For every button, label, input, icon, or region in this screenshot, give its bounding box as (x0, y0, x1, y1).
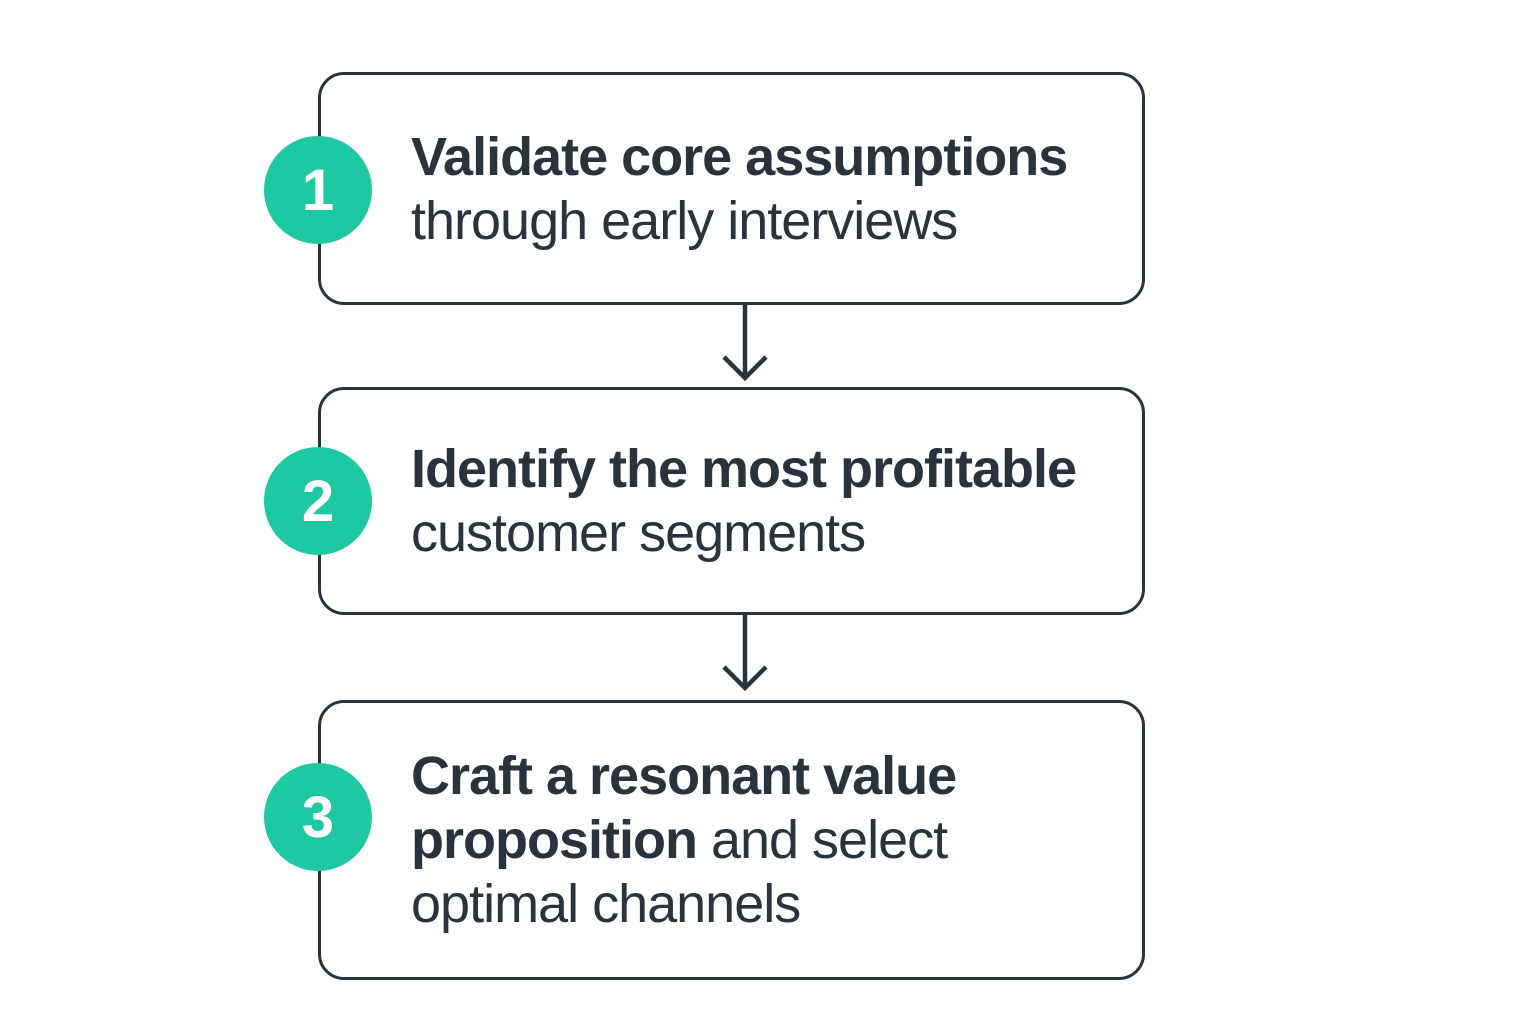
step-3-bold-text: Craft a resonant value (411, 746, 957, 806)
flow-step-box-1: Validate core assumptions through early … (318, 72, 1145, 305)
step-1-number-badge: 1 (264, 136, 372, 244)
step-3-line-1: Craft a resonant value (411, 744, 1142, 808)
step-2-line-2: customer segments (411, 503, 866, 563)
step-2-bold-text: Identify the most profitable (411, 439, 1077, 499)
step-1-line-2: through early interviews (411, 190, 958, 251)
step-3-regular-text: and select (696, 810, 948, 870)
step-2-line-1: Identify the most profitable (411, 437, 1142, 501)
step-1-number: 1 (301, 157, 335, 223)
step-2-number: 2 (301, 468, 335, 534)
arrow-down-icon (703, 614, 787, 698)
flow-step-box-3: Craft a resonant value proposition and s… (318, 700, 1145, 980)
step-2-number-badge: 2 (264, 447, 372, 555)
step-1-bold-text: Validate core assumptions (411, 126, 1068, 187)
step-3-number-badge: 3 (264, 763, 372, 871)
arrow-down-icon (703, 304, 787, 388)
step-3-number: 3 (301, 784, 335, 850)
step-3-line-3: optimal channels (411, 874, 801, 934)
step-3-line-2: proposition and select (411, 810, 948, 870)
flow-step-box-2: Identify the most profitable customer se… (318, 387, 1145, 615)
step-1-line-1: Validate core assumptions (411, 125, 1142, 189)
